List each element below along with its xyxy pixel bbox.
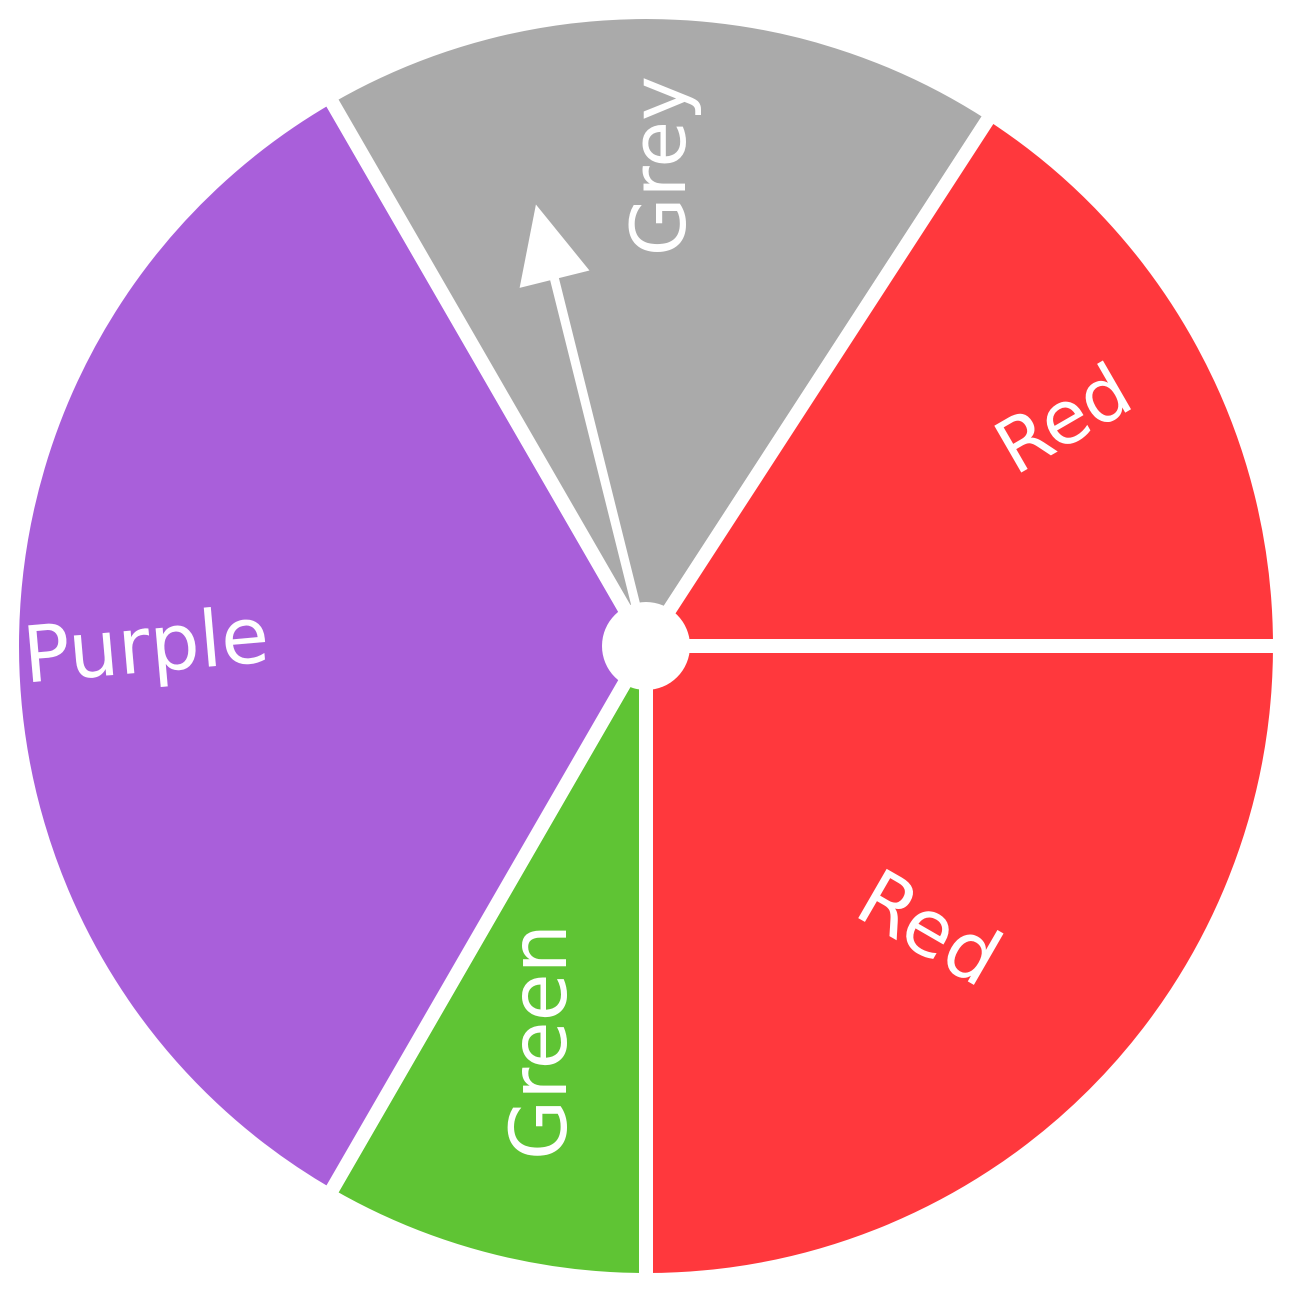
spinner-segments bbox=[5, 5, 1287, 1287]
arrow-head bbox=[519, 204, 590, 288]
segment-label-purple: Purple bbox=[19, 590, 272, 701]
segment-green bbox=[322, 639, 653, 1287]
arrow-shaft bbox=[550, 274, 651, 651]
segment-purple bbox=[5, 89, 653, 1203]
segment-red-upper bbox=[639, 107, 1287, 653]
segment-red-lower bbox=[639, 639, 1287, 1287]
segment-label-grey: Grey bbox=[614, 76, 703, 256]
segment-label-green: Green bbox=[495, 924, 585, 1160]
spinner-arrow[interactable] bbox=[519, 204, 651, 651]
segment-grey bbox=[322, 5, 999, 653]
spinner-hub bbox=[602, 602, 690, 690]
